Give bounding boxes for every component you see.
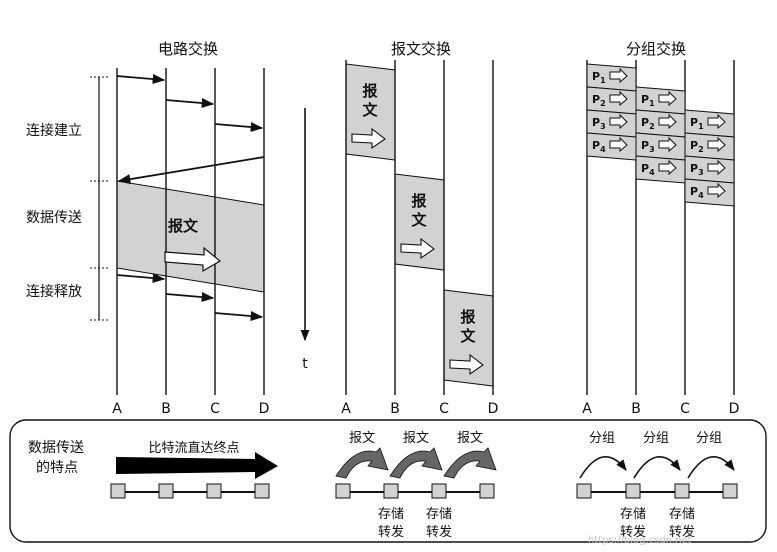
title-message-switching: 报文交换 xyxy=(391,40,451,58)
packet-arrow-1-2 xyxy=(609,90,628,107)
circuit-message-label: 报文 xyxy=(168,217,199,235)
message-store-1: 存储 xyxy=(378,507,404,522)
packet-store-2: 存储 xyxy=(669,507,695,522)
packet-arrow-2-3 xyxy=(658,136,677,153)
phase-connection-release: 连接释放 xyxy=(26,283,82,300)
feature-label-line2: 的特点 xyxy=(36,460,78,476)
circuit-bottom-nodes xyxy=(110,483,270,499)
message-hop-arrows xyxy=(335,447,497,479)
message-forward-1: 转发 xyxy=(378,524,404,540)
title-circuit-switching: 电路交换 xyxy=(158,40,218,58)
packet-store-1: 存储 xyxy=(620,507,646,522)
packet-arrow-3-4 xyxy=(707,182,726,199)
packet-hop-label-2: 分组 xyxy=(643,431,669,446)
feature-label-line1: 数据传送 xyxy=(28,440,84,456)
packet-forward-2: 转发 xyxy=(669,524,695,540)
message-block-2-label-line1: 报 xyxy=(411,192,426,210)
message-store-2: 存储 xyxy=(426,507,452,522)
message-bottom-nodes xyxy=(335,483,495,499)
message-hop-label-1: 报文 xyxy=(349,431,375,446)
packet-arrow-1-4 xyxy=(609,136,628,153)
packet-arrow-1-3 xyxy=(609,113,628,130)
packet-hop-arrows xyxy=(579,455,735,479)
message-node-c: C xyxy=(439,401,449,417)
message-block-1-label-line2: 文 xyxy=(362,101,378,119)
message-node-a: A xyxy=(341,401,351,417)
message-node-d: D xyxy=(488,401,499,417)
message-block-1-label-line1: 报 xyxy=(362,82,377,100)
message-hop-label-3: 报文 xyxy=(457,431,483,446)
time-axis-label: t xyxy=(302,356,308,372)
packet-arrow-2-1 xyxy=(658,90,677,107)
packet-arrow-2-2 xyxy=(658,113,677,130)
packet-arrow-3-2 xyxy=(707,136,726,153)
packet-node-a: A xyxy=(582,401,592,417)
packet-arrow-3-1 xyxy=(707,113,726,130)
circuit-node-c: C xyxy=(210,401,220,417)
packet-bottom-nodes xyxy=(576,483,738,499)
message-switching-panel xyxy=(345,60,494,395)
phase-data-transfer: 数据传送 xyxy=(26,210,82,226)
packet-hop-label-1: 分组 xyxy=(589,431,615,446)
phase-connection-setup: 连接建立 xyxy=(26,122,82,139)
packet-forward-1: 转发 xyxy=(620,524,646,540)
packet-hop-label-3: 分组 xyxy=(696,431,722,446)
message-block-2-label-line2: 文 xyxy=(411,211,427,229)
circuit-node-b: B xyxy=(161,401,171,417)
bitstream-arrow xyxy=(116,452,278,479)
packet-node-c: C xyxy=(680,401,690,417)
feature-box xyxy=(9,419,767,543)
packet-node-d: D xyxy=(729,401,740,417)
watermark: https://blog.csdn.net xyxy=(588,535,692,546)
message-hop-label-2: 报文 xyxy=(403,431,429,446)
bitstream-label: 比特流直达终点 xyxy=(148,440,239,456)
packet-arrow-1-1 xyxy=(609,67,628,84)
packet-arrow-3-3 xyxy=(707,159,726,176)
packet-node-b: B xyxy=(631,401,641,417)
message-forward-2: 转发 xyxy=(426,524,452,540)
circuit-node-a: A xyxy=(112,401,122,417)
packet-arrow-2-4 xyxy=(658,159,677,176)
phase-ruler xyxy=(90,76,108,321)
title-packet-switching: 分组交换 xyxy=(626,40,686,58)
message-block-3-label-line2: 文 xyxy=(460,327,476,345)
circuit-node-d: D xyxy=(259,401,270,417)
message-block-3-label-line1: 报 xyxy=(460,308,475,326)
circuit-switching-panel xyxy=(116,68,265,395)
message-node-b: B xyxy=(390,401,400,417)
